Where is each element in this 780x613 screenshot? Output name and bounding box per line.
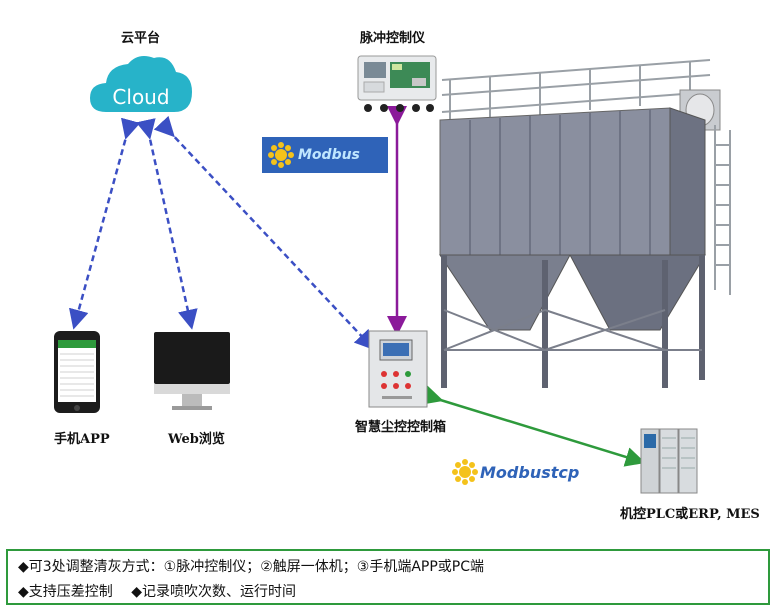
arrow-cloud-web [136,118,198,330]
cloud-icon: Cloud [90,56,192,112]
modbus-text: Modbus [298,147,360,163]
dust-collector-machine [439,59,731,388]
cloud-text: Cloud [112,85,169,109]
modbus-logo-icon [268,142,294,168]
plc-label: 机控PLC或ERP, MES [620,507,760,522]
arrow-cloud-box [153,115,375,351]
control-box-label: 智慧尘控控制箱 [355,420,447,435]
modbus-badge: Modbus [262,137,388,173]
mobile-app-label: 手机APP [54,432,110,447]
feature-info-box: ◆可3处调整清灰方式：①脉冲控制仪；②触屏一体机；③手机端APP或PC端 ◆支持… [6,549,770,605]
smartphone-icon[interactable] [53,330,101,414]
control-cabinet[interactable] [368,330,428,408]
arrow-cloud-phone [68,117,141,330]
modbus-logo-icon [452,459,478,485]
feature-line-2: ◆支持压差控制 ◆记录喷吹次数、运行时间 [18,584,296,600]
modbustcp-badge: Modbustcp [452,454,590,490]
cloud-platform-label: 云平台 [121,31,161,46]
web-browse-label: Web浏览 [168,432,225,447]
arrow-box-plc [421,385,646,467]
monitor-icon[interactable] [152,330,232,414]
modbustcp-text: Modbustcp [480,462,580,482]
feature-line-1: ◆可3处调整清灰方式：①脉冲控制仪；②触屏一体机；③手机端APP或PC端 [18,559,485,575]
pulse-controller-label: 脉冲控制仪 [360,31,426,46]
plc-rack[interactable] [640,428,698,494]
pulse-controller-device[interactable] [356,50,440,116]
